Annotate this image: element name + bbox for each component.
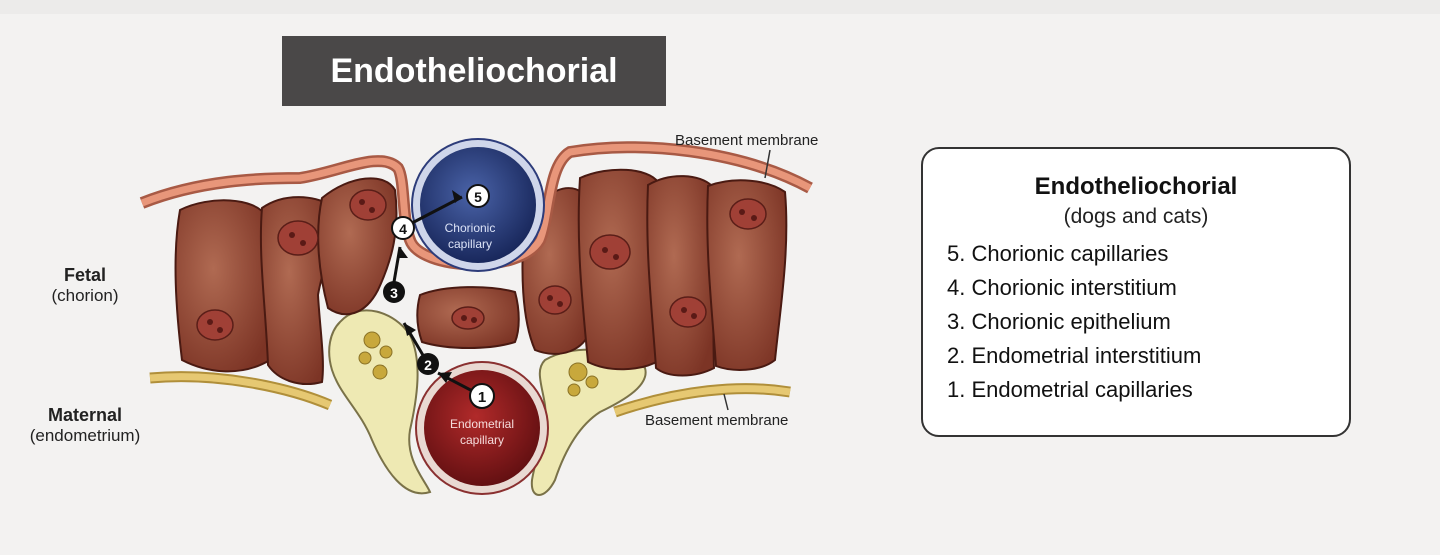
- step-marker-2: 2: [417, 353, 439, 375]
- legend-box: Endotheliochorial (dogs and cats) 5. Cho…: [921, 147, 1351, 437]
- legend-title: Endotheliochorial: [1034, 173, 1238, 200]
- figure-title: Endotheliochorial: [330, 51, 618, 90]
- chorionic-epithelium-cells: [174, 168, 788, 386]
- maternal-label: Maternal (endometrium): [29, 405, 141, 445]
- legend-subtitle: (dogs and cats): [1063, 205, 1209, 228]
- legend-item: 3. Chorionic epithelium: [947, 309, 1171, 334]
- endometrium-nuclei: [358, 331, 599, 397]
- basement-membrane-top-label: Basement membrane: [675, 132, 819, 149]
- step-marker-4: 4: [391, 216, 415, 240]
- step-marker-3: 3: [383, 281, 405, 303]
- step-marker-5: 5: [466, 184, 490, 208]
- chorionic-cell-nuclei: [196, 189, 767, 341]
- basement-bottom-leader: [723, 393, 729, 411]
- chorionic-capillary-label-line2: capillary: [448, 237, 492, 251]
- svg-text:2: 2: [424, 357, 432, 373]
- endometrial-capillary-label-line1: Endometrial: [450, 417, 514, 431]
- endometrial-capillary-label-line2: capillary: [460, 433, 504, 447]
- step-marker-1: 1: [469, 383, 495, 409]
- fetal-label: Fetal (chorion): [51, 265, 119, 305]
- legend-item: 5. Chorionic capillaries: [947, 241, 1169, 266]
- legend-item: 2. Endometrial interstitium: [947, 343, 1202, 368]
- svg-text:1: 1: [478, 389, 486, 406]
- svg-text:3: 3: [390, 285, 398, 301]
- svg-text:4: 4: [399, 221, 407, 237]
- chorionic-capillary-label-line1: Chorionic: [445, 221, 496, 235]
- figure-title-box: Endotheliochorial: [282, 36, 666, 106]
- legend-item: 4. Chorionic interstitium: [947, 275, 1177, 300]
- basement-top-leader: [764, 149, 771, 179]
- endometrium-right-lobe: [530, 348, 647, 496]
- svg-text:5: 5: [474, 189, 482, 205]
- legend-item: 1. Endometrial capillaries: [947, 377, 1193, 402]
- basement-membrane-bottom-label: Basement membrane: [645, 412, 789, 429]
- legend-list: 5. Chorionic capillaries 4. Chorionic in…: [947, 237, 1349, 407]
